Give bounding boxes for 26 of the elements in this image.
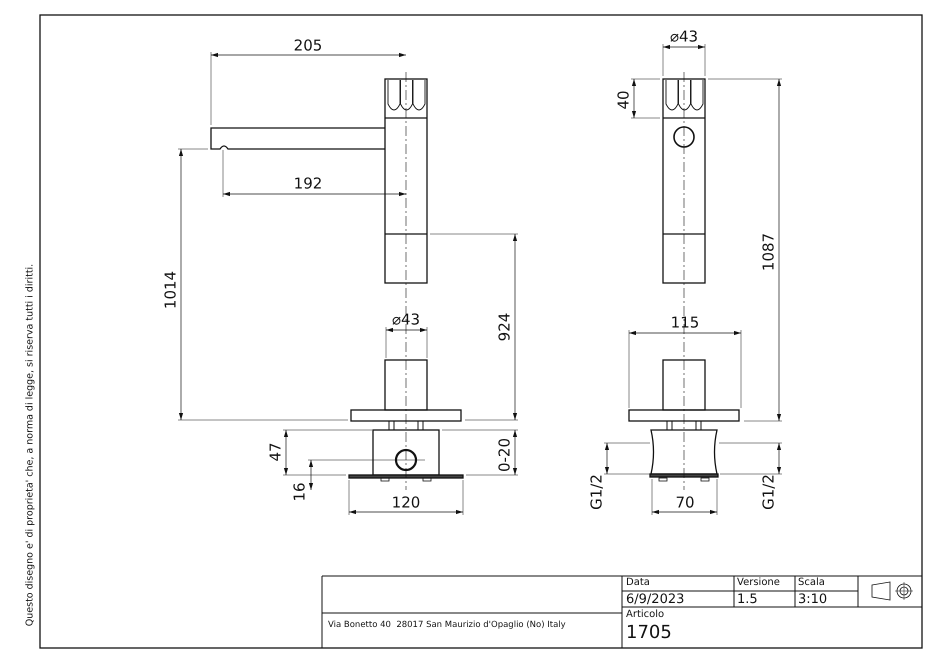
dimension-label: 70	[675, 496, 695, 510]
field-label: Scala	[798, 578, 825, 588]
copyright-note: Questo disegno e' di proprieta' che, a norma di legge, si riserva tutti i diritti.	[25, 264, 35, 626]
dimension-label: 1087	[762, 232, 776, 272]
dimension-label: 205	[294, 38, 322, 54]
field-label: Articolo	[626, 610, 664, 620]
field-value: 3:10	[798, 593, 828, 606]
field-value: 1705	[626, 624, 672, 642]
dimension-label: ⌀43	[670, 30, 698, 44]
dimension-label: ⌀43	[392, 312, 420, 328]
dimension-label: 47	[268, 442, 284, 462]
dimension-label: 1014	[164, 270, 178, 310]
field-value: 6/9/2023	[626, 593, 684, 606]
dimension-label: G1/2	[590, 474, 604, 510]
address-text: Via Bonetto 40 28017 San Maurizio d'Opaglio (No) Italy	[328, 621, 566, 630]
field-value: 1.5	[737, 593, 758, 606]
dimension-label: 120	[392, 496, 420, 510]
dimension-label: 115	[670, 316, 700, 330]
field-label: Data	[626, 578, 650, 588]
dimension-label: G1/2	[762, 474, 776, 510]
field-label: Versione	[737, 578, 780, 588]
dimension-label: 0-20	[498, 438, 512, 472]
dimension-label: 40	[616, 90, 632, 110]
dimension-label: 192	[294, 176, 322, 192]
dimension-label: 16	[292, 482, 308, 502]
dimension-label: 924	[498, 312, 512, 342]
